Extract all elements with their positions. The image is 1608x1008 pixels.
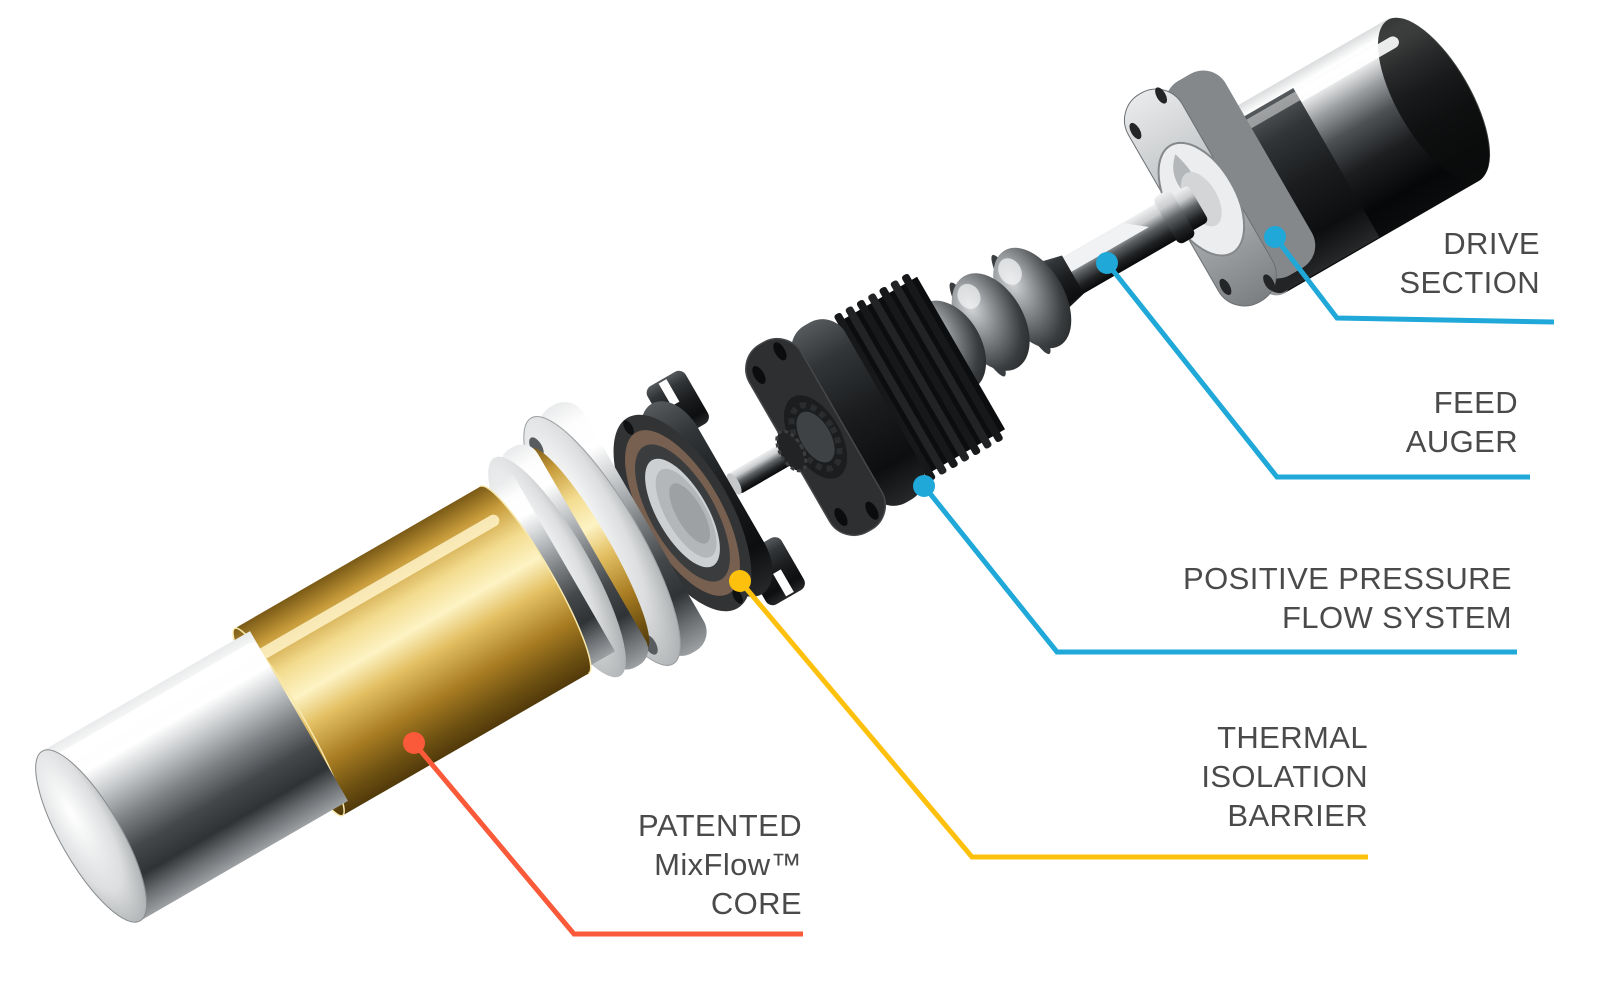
ring-bottom-slot bbox=[773, 569, 794, 597]
bolt-hole bbox=[1219, 278, 1232, 296]
block-gear-teeth bbox=[788, 402, 843, 472]
block-side bbox=[791, 319, 925, 506]
leader-line bbox=[1273, 235, 1555, 325]
shaft-collar bbox=[1154, 190, 1195, 244]
leader-dot bbox=[729, 570, 751, 592]
leader-drive-section bbox=[1264, 226, 1555, 325]
auger-specular bbox=[998, 258, 1022, 285]
bolt-hole bbox=[732, 589, 743, 604]
label-line: FLOW SYSTEM bbox=[1281, 600, 1512, 635]
leader-line bbox=[922, 484, 1517, 655]
bolt-hole bbox=[1155, 87, 1168, 104]
spline-shaft-tip bbox=[726, 473, 742, 495]
label-line: AUGER bbox=[1405, 424, 1518, 459]
leader-thermal-isolation bbox=[729, 570, 1368, 860]
leader-dot bbox=[1096, 252, 1118, 274]
label-positive-pressure-flow-system: POSITIVE PRESSURE FLOW SYSTEM bbox=[1183, 559, 1512, 637]
heatsink-fin bbox=[902, 273, 1003, 443]
label-line: DRIVE bbox=[1443, 226, 1540, 261]
label-patented-mixflow-core: PATENTED MixFlow™ CORE bbox=[638, 806, 802, 923]
leader-feed-auger bbox=[1096, 252, 1530, 480]
label-line: MixFlow™ bbox=[654, 847, 802, 882]
label-line: POSITIVE PRESSURE bbox=[1183, 561, 1512, 596]
heatsink-fin bbox=[856, 299, 958, 469]
label-line: CORE bbox=[710, 886, 802, 921]
bolt-hole bbox=[623, 420, 634, 435]
gold-sleeve-highlight bbox=[251, 514, 500, 663]
label-line: FEED bbox=[1433, 385, 1518, 420]
thermal-isolation-ring bbox=[613, 370, 805, 612]
mixflow-core-assembly bbox=[35, 402, 707, 923]
leader-dot bbox=[1264, 226, 1286, 248]
motor-end-cap bbox=[1377, 17, 1491, 182]
heatsink-fin bbox=[845, 306, 947, 475]
leader-line bbox=[738, 579, 1368, 860]
label-line: PATENTED bbox=[638, 808, 802, 843]
bolt-hole bbox=[1263, 274, 1276, 291]
label-line: SECTION bbox=[1399, 265, 1540, 300]
label-line: BARRIER bbox=[1227, 798, 1368, 833]
leader-dot bbox=[403, 732, 425, 754]
heatsink-fin bbox=[868, 293, 969, 462]
leader-mixflow-core bbox=[403, 732, 803, 937]
bolt-hole bbox=[865, 501, 879, 520]
drive-mount-block bbox=[726, 273, 1006, 537]
bolt-hole bbox=[773, 342, 787, 361]
auger-specular bbox=[957, 283, 981, 309]
label-drive-section: DRIVE SECTION bbox=[1399, 224, 1540, 302]
bolt-hole bbox=[834, 508, 848, 527]
core-tip-face bbox=[35, 749, 148, 923]
block-gear bbox=[796, 411, 835, 463]
label-line: ISOLATION bbox=[1201, 759, 1368, 794]
bolt-hole bbox=[752, 365, 766, 384]
ring-top-slot bbox=[658, 379, 680, 407]
heatsink-fin bbox=[879, 286, 981, 456]
spline-gear bbox=[775, 429, 808, 473]
core-gold-sleeve bbox=[234, 486, 589, 816]
flange-bore-hub bbox=[1180, 172, 1222, 227]
bolt-hole bbox=[1129, 122, 1142, 140]
leader-positive-pressure bbox=[913, 475, 1517, 655]
ring-bore-shade bbox=[669, 483, 711, 544]
leader-line bbox=[412, 741, 803, 937]
barrel-highlight bbox=[49, 642, 260, 770]
heatsink-fin bbox=[890, 280, 992, 449]
leader-dot bbox=[913, 475, 935, 497]
heatsink-fin bbox=[834, 312, 936, 482]
label-line: THERMAL bbox=[1217, 720, 1368, 755]
block-spline-shaft bbox=[729, 443, 795, 493]
leader-line bbox=[1105, 261, 1530, 480]
label-thermal-isolation-barrier: THERMAL ISOLATION BARRIER bbox=[1201, 718, 1368, 835]
label-feed-auger: FEED AUGER bbox=[1406, 383, 1518, 461]
